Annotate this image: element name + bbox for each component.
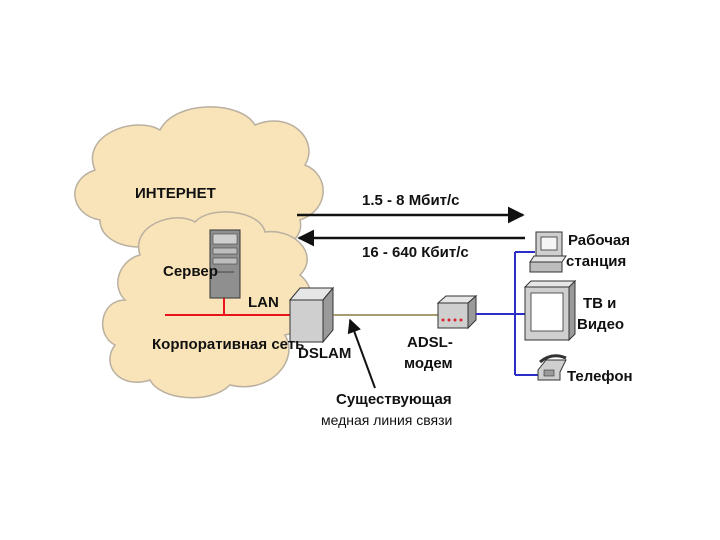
server-label: Сервер: [163, 263, 218, 280]
workstation-label-line2: станция: [566, 253, 627, 270]
copper-line-pointer: [347, 318, 376, 389]
phone-icon: [537, 354, 567, 381]
corporate-network-label: Корпоративная сеть: [152, 336, 305, 353]
corporate-cloud: [101, 211, 313, 399]
internet-label: ИНТЕРНЕТ: [135, 185, 216, 202]
workstation-label-line1: Рабочая: [568, 232, 631, 249]
lan-line: [165, 298, 290, 316]
tv-label-line2: Видео: [577, 316, 625, 333]
tv-icon: [523, 279, 577, 342]
upstream-speed-label: 16 - 640 Кбит/с: [362, 244, 469, 261]
phone-label: Телефон: [567, 368, 633, 385]
adsl-modem-icon: [436, 294, 478, 330]
tv-label-line1: ТВ и: [583, 295, 617, 312]
downstream-speed-label: 1.5 - 8 Мбит/с: [362, 192, 460, 209]
client-wiring: [476, 251, 538, 376]
existing-line-label-line2: медная линия связи: [321, 412, 453, 428]
existing-line-label-line1: Существующая: [336, 391, 452, 408]
lan-label: LAN: [248, 294, 279, 311]
dslam-label: DSLAM: [298, 345, 352, 362]
adsl-label-line2: модем: [404, 355, 453, 372]
dslam-icon: [288, 286, 335, 344]
server-icon: [209, 229, 241, 299]
adsl-label-line1: ADSL-: [407, 334, 453, 351]
workstation-icon: [529, 231, 567, 273]
